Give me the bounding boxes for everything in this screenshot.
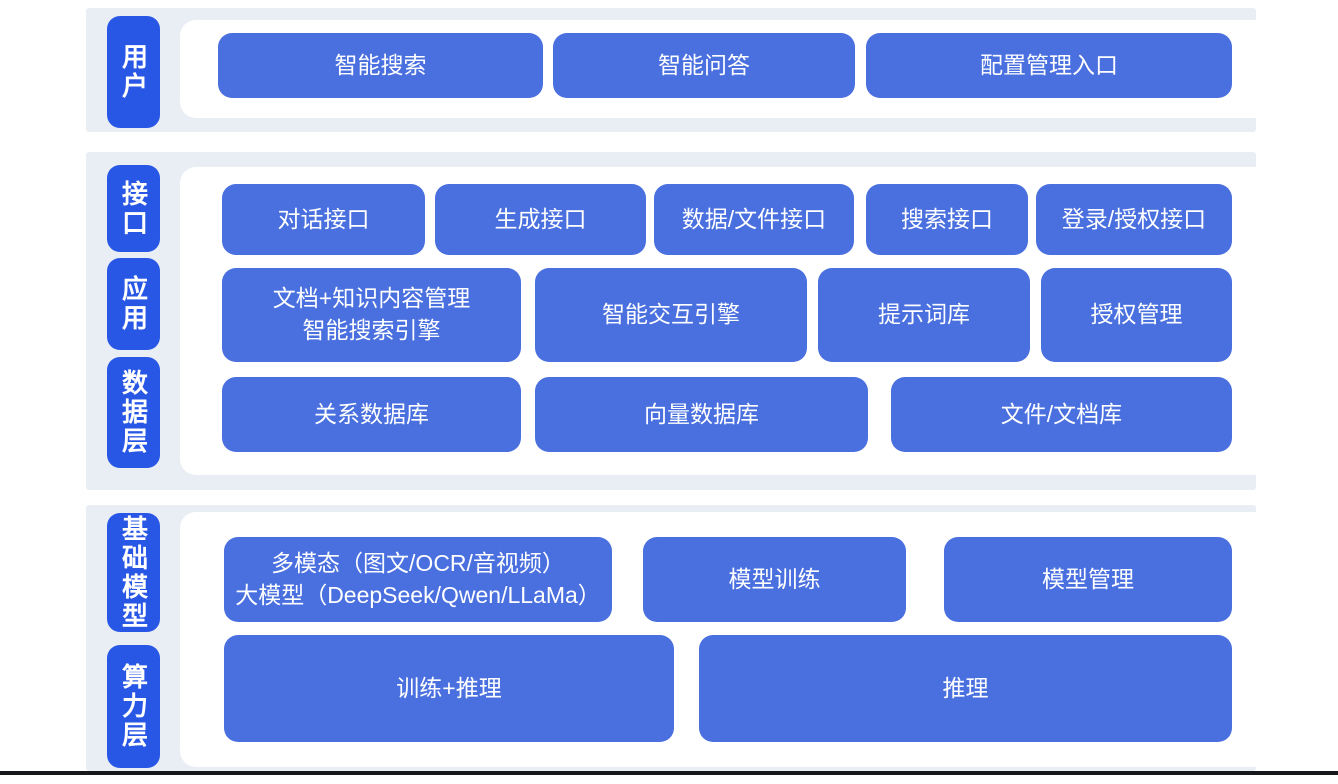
box-dialog-interface: 对话接口 <box>222 184 425 255</box>
section-platform-layers: 接口 应用 数据层 对话接口 生成接口 数据/文件接口 搜索接口 登录/授权接口… <box>86 152 1336 490</box>
tab-data-layer: 数据层 <box>107 357 160 468</box>
box-data-file-interface: 数据/文件接口 <box>654 184 854 255</box>
box-smart-qa: 智能问答 <box>553 33 855 98</box>
panel-foundation-layers: 多模态（图文/OCR/音视频） 大模型（DeepSeek/Qwen/LLaMa）… <box>180 512 1336 767</box>
section-foundation-layers: 基础模型 算力层 多模态（图文/OCR/音视频） 大模型（DeepSeek/Qw… <box>86 505 1336 771</box>
box-smart-search: 智能搜索 <box>218 33 543 98</box>
box-auth-management: 授权管理 <box>1041 268 1232 362</box>
tab-application-layer: 应用 <box>107 258 160 350</box>
box-generation-interface: 生成接口 <box>435 184 646 255</box>
box-file-doc-store: 文件/文档库 <box>891 377 1232 452</box>
box-doc-knowledge-search-engine: 文档+知识内容管理 智能搜索引擎 <box>222 268 521 362</box>
tab-interface-layer: 接口 <box>107 165 160 252</box>
box-login-auth-interface: 登录/授权接口 <box>1036 184 1232 255</box>
box-training-inference: 训练+推理 <box>224 635 674 742</box>
tab-base-model-layer: 基础模型 <box>107 513 160 632</box>
box-prompt-library: 提示词库 <box>818 268 1030 362</box>
box-model-management: 模型管理 <box>944 537 1232 622</box>
box-interaction-engine: 智能交互引擎 <box>535 268 807 362</box>
tab-user-layer: 用户 <box>107 16 160 128</box>
box-model-training: 模型训练 <box>643 537 906 622</box>
box-multimodal-llm: 多模态（图文/OCR/音视频） 大模型（DeepSeek/Qwen/LLaMa） <box>224 537 612 622</box>
box-config-entry: 配置管理入口 <box>866 33 1232 98</box>
window-bottom-edge <box>0 771 1338 775</box>
box-inference: 推理 <box>699 635 1232 742</box>
box-vector-db: 向量数据库 <box>535 377 868 452</box>
tab-compute-layer: 算力层 <box>107 645 160 768</box>
panel-platform-layers: 对话接口 生成接口 数据/文件接口 搜索接口 登录/授权接口 文档+知识内容管理… <box>180 167 1336 475</box>
section-user-layer: 用户 智能搜索 智能问答 配置管理入口 <box>86 8 1336 132</box>
panel-user-layer: 智能搜索 智能问答 配置管理入口 <box>180 20 1336 118</box>
box-search-interface: 搜索接口 <box>866 184 1028 255</box>
box-relational-db: 关系数据库 <box>222 377 521 452</box>
